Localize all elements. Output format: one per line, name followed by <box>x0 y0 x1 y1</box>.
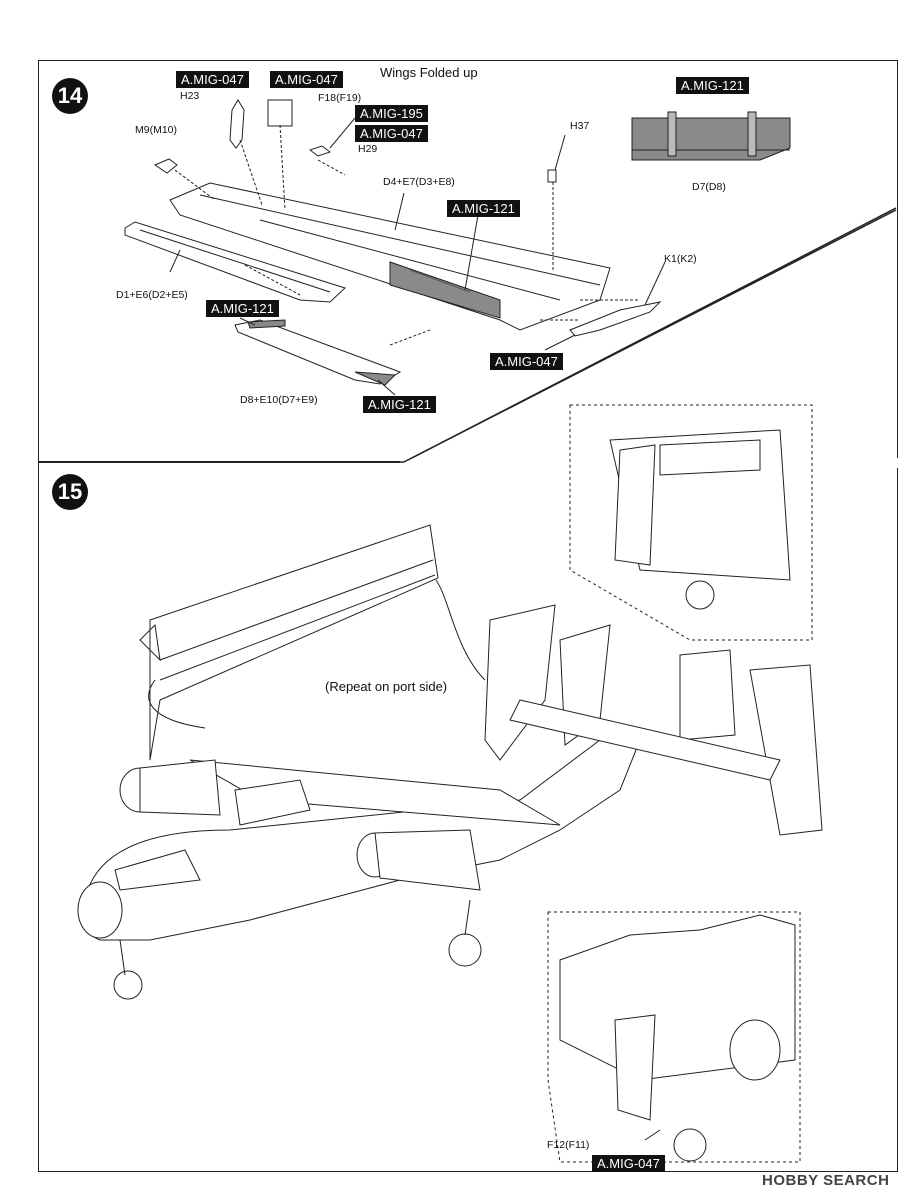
part-label-m9: M9(M10) <box>135 124 178 136</box>
part-label-k1: K1(K2) <box>664 253 697 265</box>
part-label-d8: D8+E10(D7+E9) <box>240 394 318 406</box>
paint-tag-mig047-k1: A.MIG-047 <box>490 353 563 370</box>
hobby-search-watermark: HOBBY SEARCH <box>762 1172 890 1189</box>
paint-tag-mig121-d7: A.MIG-121 <box>676 77 749 94</box>
step-number-14: 14 <box>52 78 88 114</box>
part-label-h29: H29 <box>358 143 378 155</box>
paint-tag-mig121-d8: A.MIG-121 <box>363 396 436 413</box>
part-label-f12: F12(F11) <box>547 1139 590 1151</box>
part-label-d4: D4+E7(D3+E8) <box>383 176 455 188</box>
paint-tag-mig047-f12: A.MIG-047 <box>592 1155 665 1172</box>
paint-tag-mig047-h23: A.MIG-047 <box>176 71 249 88</box>
part-label-d1: D1+E6(D2+E5) <box>116 289 188 301</box>
part-label-d7: D7(D8) <box>692 181 726 193</box>
step-number-15: 15 <box>52 474 88 510</box>
part-label-h23: H23 <box>180 90 200 102</box>
paint-tag-mig121-wing: A.MIG-121 <box>447 200 520 217</box>
part-label-h37: H37 <box>570 120 590 132</box>
paint-tag-mig047-h29: A.MIG-047 <box>355 125 428 142</box>
step-14-title: Wings Folded up <box>380 65 478 80</box>
part-label-f18: F18(F19) <box>318 92 362 104</box>
paint-tag-mig047-f18: A.MIG-047 <box>270 71 343 88</box>
paint-tag-mig121-flap: A.MIG-121 <box>206 300 279 317</box>
repeat-port-side-note: (Repeat on port side) <box>325 679 448 694</box>
paint-tag-mig195: A.MIG-195 <box>355 105 428 122</box>
